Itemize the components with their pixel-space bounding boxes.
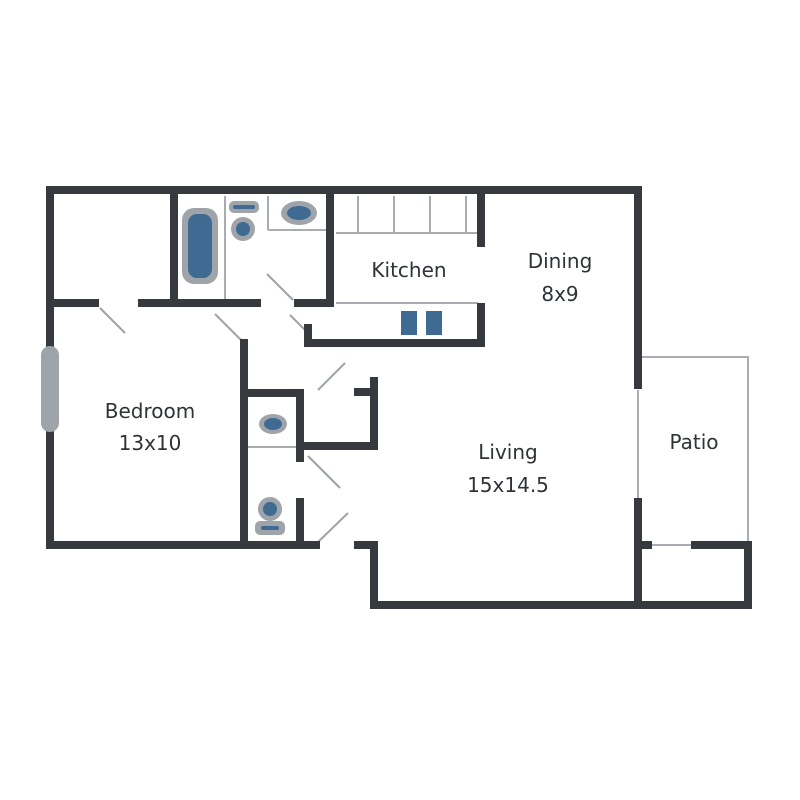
wall-living-bottom bbox=[354, 541, 752, 609]
wall-kitchen-bottom bbox=[304, 303, 485, 347]
room-name-bedroom: Bedroom bbox=[105, 399, 195, 423]
door-swing bbox=[266, 273, 294, 301]
room-size-bedroom: 13x10 bbox=[119, 431, 182, 455]
room-name-dining: Dining bbox=[528, 249, 593, 273]
toilet-icon bbox=[229, 201, 259, 241]
wall-closet-nook bbox=[304, 377, 378, 450]
wall-left-bottom bbox=[46, 424, 320, 549]
stove-icon bbox=[401, 311, 442, 335]
door-swing bbox=[214, 313, 242, 341]
door-swing bbox=[317, 362, 346, 391]
sink-icon bbox=[259, 414, 287, 434]
wall-top bbox=[46, 186, 642, 389]
door-swing bbox=[99, 307, 126, 334]
door-swings bbox=[99, 273, 349, 543]
room-name-kitchen: Kitchen bbox=[371, 258, 446, 282]
door-swing bbox=[317, 512, 349, 543]
door-swing bbox=[289, 314, 307, 332]
room-name-patio: Patio bbox=[669, 430, 718, 454]
room-size-living: 15x14.5 bbox=[467, 473, 549, 497]
bathtub-icon bbox=[182, 208, 218, 284]
room-labels: Bedroom 13x10 Kitchen Dining 8x9 Living … bbox=[105, 249, 719, 497]
door-swing bbox=[307, 455, 341, 489]
sink-icon bbox=[281, 201, 317, 225]
room-size-dining: 8x9 bbox=[541, 282, 578, 306]
fixtures bbox=[41, 201, 442, 535]
room-name-living: Living bbox=[478, 440, 537, 464]
toilet-icon bbox=[255, 497, 285, 535]
walls bbox=[46, 186, 752, 609]
window-icon bbox=[41, 346, 59, 432]
